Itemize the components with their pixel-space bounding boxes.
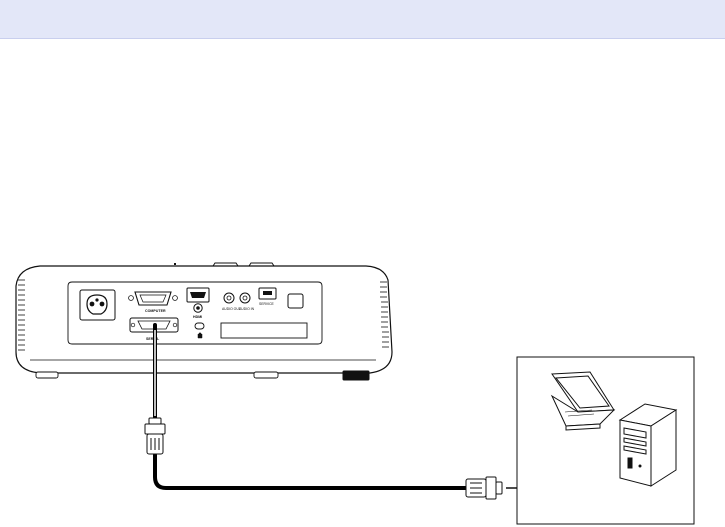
projector-foot-left — [36, 372, 58, 378]
serial-cable-connector-projector — [145, 418, 165, 454]
audio-out-jack — [224, 293, 234, 303]
serial-port-label: SERIAL — [146, 337, 160, 341]
projector: COMPUTER SERIAL HDMI AUDIO OUT — [16, 263, 392, 380]
serial-cable-connector-computer — [466, 477, 502, 499]
projector-foot-right — [343, 371, 369, 380]
hdmi-port-label: HDMI — [193, 315, 202, 319]
security-slot — [195, 323, 204, 329]
audio-in-label: AUDIO IN — [239, 307, 255, 311]
computer-port-label: COMPUTER — [145, 309, 166, 313]
projector-foot-mid — [254, 372, 278, 378]
service-port — [259, 288, 276, 299]
label-plate — [221, 323, 307, 338]
service-port-label: SERVICE — [259, 302, 275, 306]
ir-receiver — [288, 294, 303, 308]
audio-in-jack — [240, 293, 250, 303]
computer-box — [517, 357, 694, 524]
ac-power-inlet — [80, 290, 115, 320]
desktop-tower-icon — [620, 404, 676, 486]
